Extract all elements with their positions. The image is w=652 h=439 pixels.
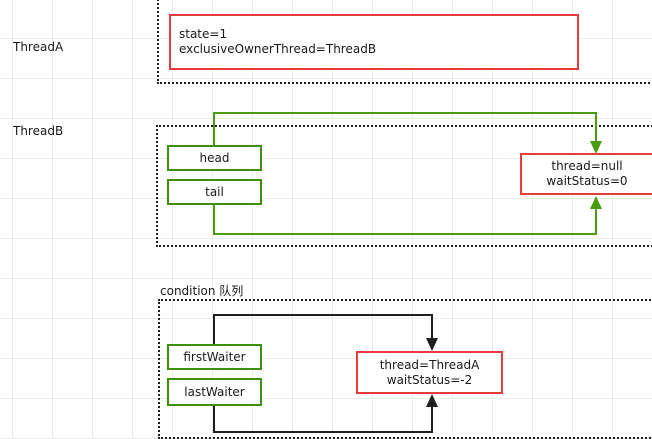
- first-waiter-box: firstWaiter: [167, 344, 262, 370]
- thread-b-region: [156, 125, 652, 247]
- head-label: head: [199, 151, 230, 165]
- condition-queue-region: [158, 299, 652, 439]
- last-waiter-box: lastWaiter: [167, 378, 262, 406]
- tail-label: tail: [205, 185, 224, 199]
- head-to-node-edge: [213, 112, 602, 154]
- last-waiter-to-node-edge: [213, 394, 438, 433]
- condition-queue-node: thread=ThreadA waitStatus=-2: [356, 351, 503, 394]
- sync-queue-node: thread=null waitStatus=0: [520, 153, 652, 195]
- thread-a-label: ThreadA: [13, 40, 64, 54]
- thread-a-region: [157, 0, 652, 84]
- first-waiter-to-node-edge: [213, 314, 438, 351]
- lock-state-text: state=1: [179, 27, 228, 41]
- tail-to-node-edge: [213, 196, 602, 235]
- condition-node-thread-text: thread=ThreadA: [379, 357, 480, 372]
- tail-pointer-box: tail: [167, 179, 262, 205]
- thread-b-label: ThreadB: [13, 124, 64, 138]
- lock-state-box: state=1 exclusiveOwnerThread=ThreadB: [169, 14, 579, 70]
- first-waiter-label: firstWaiter: [183, 350, 246, 364]
- last-waiter-label: lastWaiter: [184, 385, 245, 399]
- condition-queue-label: condition 队列: [160, 284, 244, 298]
- exclusive-owner-text: exclusiveOwnerThread=ThreadB: [179, 42, 377, 56]
- sync-node-thread-text: thread=null: [551, 159, 623, 173]
- head-pointer-box: head: [167, 145, 262, 171]
- condition-node-wait-status-text: waitStatus=-2: [386, 372, 473, 387]
- sync-node-wait-status-text: waitStatus=0: [546, 174, 628, 188]
